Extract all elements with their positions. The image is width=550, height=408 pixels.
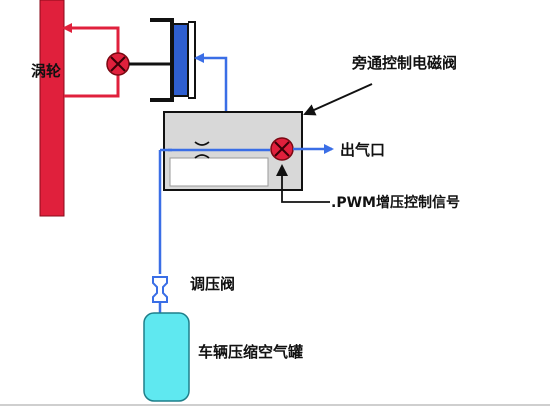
pressure-regulator-icon <box>152 276 168 303</box>
pwm-signal-label: .PWM增压控制信号 <box>331 194 460 211</box>
bypass-lines <box>62 23 120 98</box>
turbine-label: 涡轮 <box>31 62 61 80</box>
pressure-regulator-label: 调压阀 <box>190 275 235 293</box>
solenoid-valve-icon <box>270 137 294 161</box>
bypass-valve-pointer <box>303 83 373 116</box>
air-tank-label: 车辆压缩空气罐 <box>198 343 303 361</box>
wastegate-valve-icon <box>106 52 130 76</box>
air-tank-icon <box>143 312 190 402</box>
orifice-icon <box>194 141 210 159</box>
outlet-label: 出气口 <box>340 141 385 159</box>
actuator-icon <box>150 18 196 102</box>
turbine-body <box>39 0 65 217</box>
bypass-valve-label: 旁通控制电磁阀 <box>351 54 457 72</box>
pwm-signal-line <box>276 164 330 203</box>
